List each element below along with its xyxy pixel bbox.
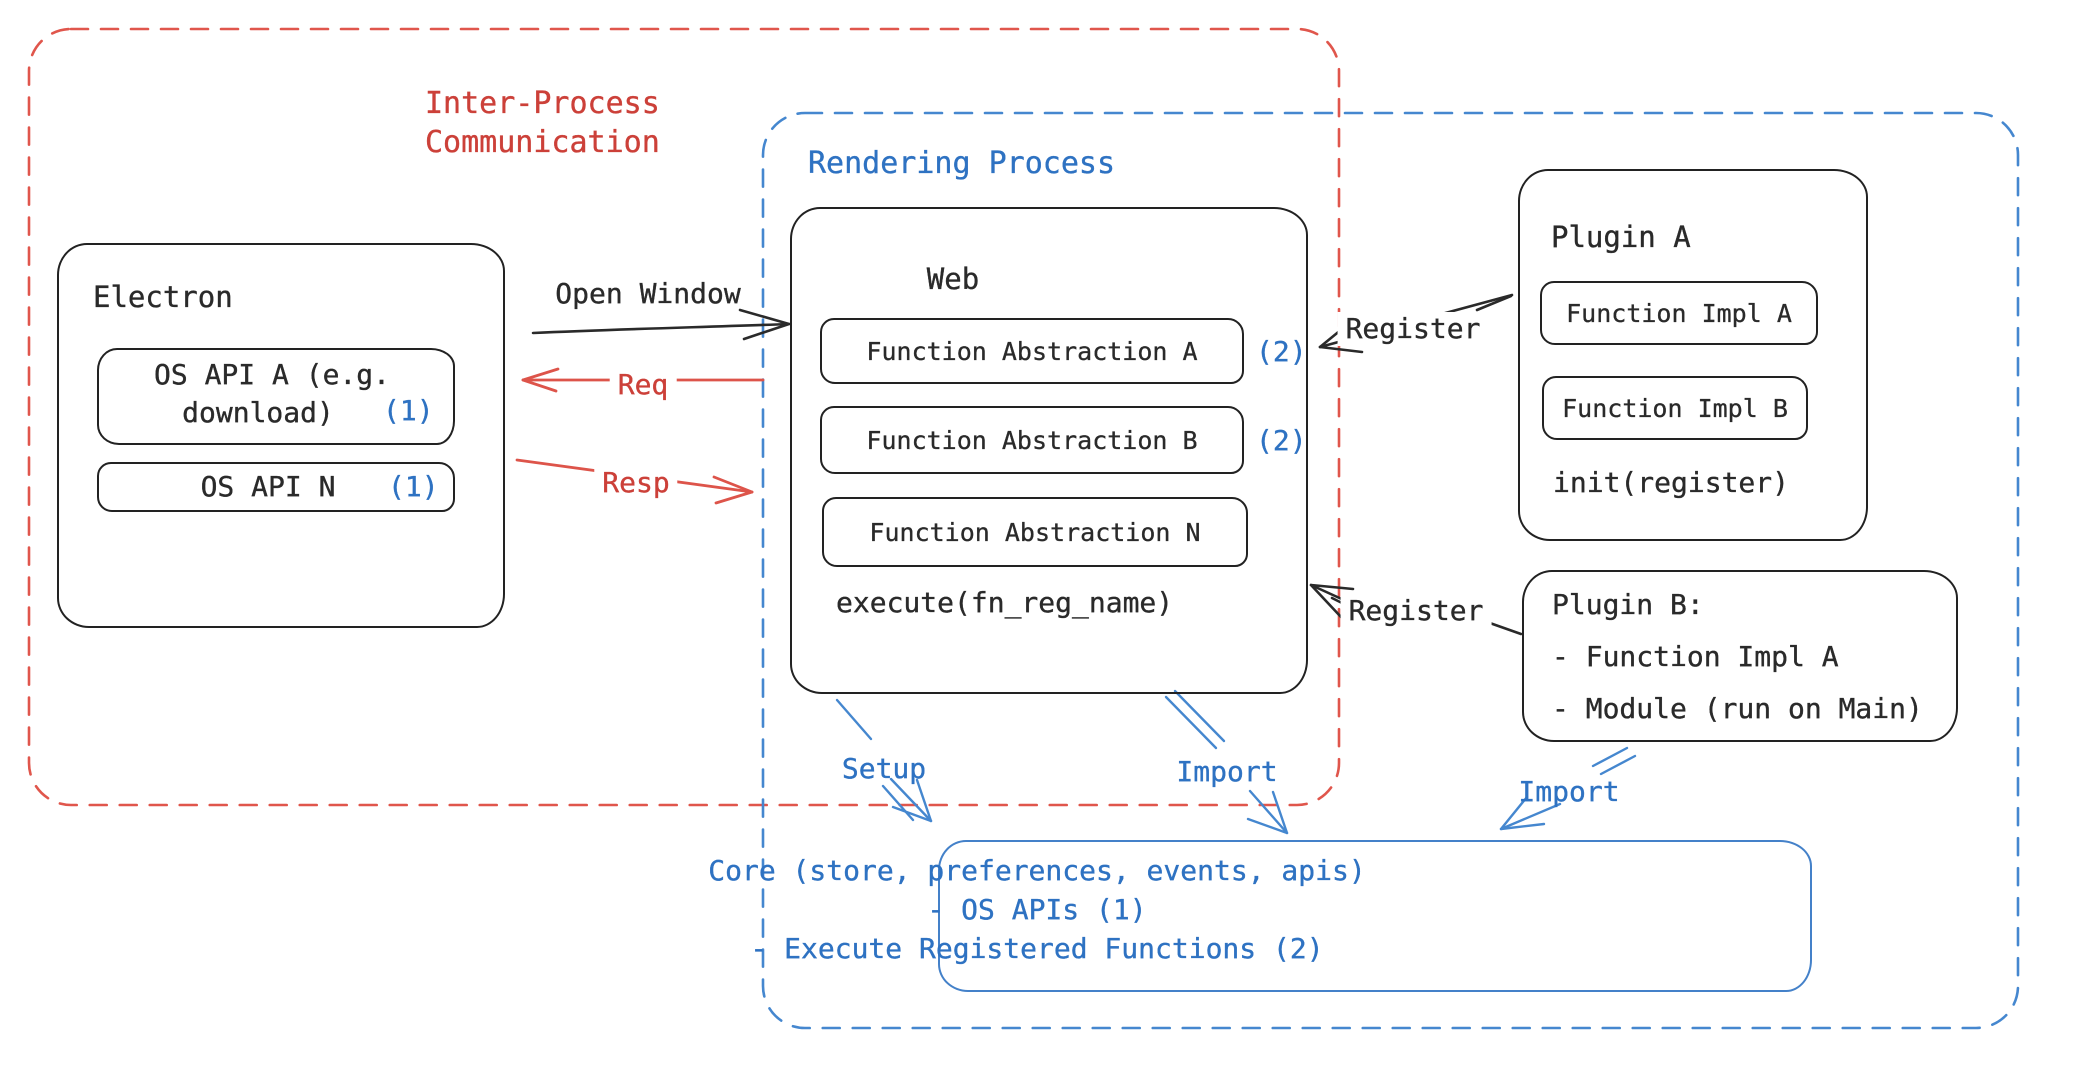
ipc-region-label-line1: Inter-Process bbox=[425, 86, 660, 121]
import-right-arrow bbox=[1499, 802, 1562, 831]
os-api-a-label-line2: download) bbox=[182, 396, 334, 429]
import-mid-label: Import bbox=[1176, 755, 1278, 788]
ipc-region-outline bbox=[27, 27, 1341, 807]
blue-arrows bbox=[835, 689, 1637, 835]
plugin-a-box bbox=[1518, 169, 1868, 541]
plugin-a-title: Plugin A bbox=[1551, 220, 1691, 254]
ipc-region-label-line2: Communication bbox=[425, 125, 660, 160]
function-abstraction-b-badge: (2) bbox=[1256, 424, 1307, 457]
import-right-arrow-tail bbox=[1591, 746, 1637, 776]
req-arrowhead-icon bbox=[521, 367, 560, 393]
function-abstraction-a-badge: (2) bbox=[1256, 335, 1307, 368]
import-mid-arrow-upper bbox=[1164, 689, 1226, 750]
req-label: Req bbox=[609, 368, 677, 402]
open-window-label: Open Window bbox=[555, 277, 741, 310]
function-impl-b-label: Function Impl B bbox=[1562, 393, 1788, 423]
register-top-label: Register bbox=[1337, 312, 1489, 346]
function-abstraction-b-box: Function Abstraction B bbox=[820, 406, 1244, 474]
electron-title: Electron bbox=[93, 280, 233, 314]
plugin-b-item-2: - Module (run on Main) bbox=[1552, 692, 1923, 725]
os-api-n-badge: (1) bbox=[388, 470, 439, 503]
setup-arrowhead-icon bbox=[891, 778, 933, 823]
web-box bbox=[790, 207, 1308, 694]
execute-label: execute(fn_reg_name) bbox=[836, 586, 1174, 619]
os-api-a-box bbox=[97, 348, 455, 445]
os-api-n-box bbox=[97, 462, 455, 512]
register-bottom-connector bbox=[1485, 620, 1523, 636]
register-bottom-arrowhead-icon bbox=[1309, 583, 1355, 619]
os-api-n-label: OS API N bbox=[200, 470, 336, 503]
core-line2: - OS APIs (1) bbox=[927, 893, 1147, 926]
setup-arrow-upper bbox=[835, 698, 873, 741]
plugin-b-title: Plugin B: bbox=[1552, 588, 1704, 621]
core-box bbox=[938, 840, 1812, 992]
import-mid-arrow-lower bbox=[1248, 789, 1289, 835]
os-api-a-badge: (1) bbox=[383, 394, 434, 427]
core-line1: Core (store, preferences, events, apis) bbox=[708, 854, 1366, 887]
register-bottom-label: Register bbox=[1340, 594, 1492, 628]
plugin-b-box bbox=[1522, 570, 1958, 742]
function-abstraction-n-box: Function Abstraction N bbox=[822, 497, 1248, 567]
core-line3: - Execute Registered Functions (2) bbox=[750, 932, 1324, 965]
function-impl-b-box: Function Impl B bbox=[1542, 376, 1808, 440]
setup-label: Setup bbox=[841, 752, 927, 785]
function-abstraction-n-label: Function Abstraction N bbox=[869, 517, 1201, 547]
function-abstraction-a-label: Function Abstraction A bbox=[866, 336, 1198, 366]
plugin-a-init-label: init(register) bbox=[1553, 466, 1790, 499]
plugin-b-item-1: - Function Impl A bbox=[1552, 640, 1839, 673]
rendering-process-label: Rendering Process bbox=[808, 146, 1116, 181]
resp-arrowhead-icon bbox=[712, 475, 754, 505]
resp-label: Resp bbox=[594, 466, 678, 500]
open-window-arrowhead-icon bbox=[738, 308, 791, 341]
import-right-arrowhead-icon bbox=[1499, 795, 1546, 831]
function-abstraction-a-box: Function Abstraction A bbox=[820, 318, 1244, 384]
function-impl-a-label: Function Impl A bbox=[1566, 298, 1792, 328]
function-abstraction-b-label: Function Abstraction B bbox=[866, 425, 1198, 455]
os-api-a-label-line1: OS API A (e.g. bbox=[153, 358, 391, 391]
import-right-label: Import bbox=[1518, 775, 1620, 808]
function-impl-a-box: Function Impl A bbox=[1540, 281, 1818, 345]
rendering-region-outline bbox=[761, 111, 2020, 1030]
open-window-arrow bbox=[531, 322, 791, 335]
web-title: Web bbox=[926, 262, 980, 296]
import-mid-arrowhead-icon bbox=[1246, 790, 1289, 835]
electron-box bbox=[57, 243, 505, 628]
setup-arrow-lower bbox=[881, 777, 933, 823]
